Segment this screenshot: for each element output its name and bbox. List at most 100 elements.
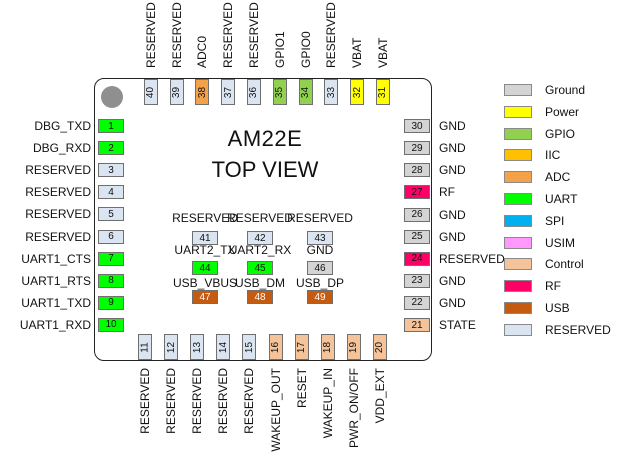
pin-label-49: USB_DP: [295, 276, 345, 290]
pin-label-10: UART1_RXD: [19, 317, 91, 332]
pin-2: 2: [98, 141, 124, 156]
pin-48: 48: [247, 290, 273, 304]
pin-43: 43: [307, 231, 333, 245]
pin-label-17: RESET: [294, 368, 309, 409]
pin-1: 1: [98, 119, 124, 133]
pin-18: 18: [320, 334, 335, 360]
pin-label-39: RESERVED: [169, 2, 184, 68]
pin-label-16: WAKEUP_OUT: [268, 368, 283, 452]
pin-label-6: RESERVED: [25, 229, 91, 244]
legend-label: SPI: [545, 213, 565, 228]
pin-19: 19: [346, 334, 361, 360]
pin-35: 35: [272, 79, 287, 105]
legend-label: UART: [545, 192, 578, 206]
pin-6: 6: [98, 229, 124, 244]
legend-label: RESERVED: [545, 322, 611, 337]
pin-label-19: PWR_ON/OFF: [346, 368, 361, 448]
pin-label-14: RESERVED: [216, 368, 231, 434]
pin-49: 49: [307, 290, 333, 304]
pin-23: 23: [404, 273, 430, 288]
pin-41: 41: [192, 231, 218, 245]
pin-label-44: UART2_TX: [174, 243, 236, 257]
pin-label-27: RF: [439, 185, 455, 200]
pin-label-11: RESERVED: [138, 368, 152, 434]
pin-3: 3: [98, 163, 124, 178]
pin-22: 22: [404, 295, 430, 310]
pin-label-40: RESERVED: [143, 2, 158, 68]
pin-label-29: GND: [439, 141, 466, 156]
legend-label: ADC: [545, 170, 571, 185]
legend-swatch: [504, 105, 532, 118]
legend-label: USB: [545, 301, 570, 315]
pin-11: 11: [138, 334, 152, 360]
pin-label-36: RESERVED: [247, 2, 261, 68]
pin-5: 5: [98, 207, 124, 222]
pin1-marker-dot: [101, 86, 123, 108]
legend-label: GPIO: [545, 126, 576, 141]
pin-label-25: GND: [439, 229, 466, 244]
pin-42: 42: [247, 231, 273, 245]
legend-label: RF: [545, 279, 561, 294]
pin-label-37: RESERVED: [221, 2, 236, 68]
pin-40: 40: [143, 79, 158, 105]
pin-12: 12: [164, 334, 179, 360]
legend-label: IIC: [545, 148, 561, 163]
pin-39: 39: [169, 79, 184, 105]
legend-swatch: [504, 149, 532, 162]
pin-label-5: RESERVED: [25, 207, 91, 222]
pin-24: 24: [404, 251, 430, 266]
pin-45: 45: [247, 261, 273, 275]
chip-outline: [94, 78, 432, 361]
pin-10: 10: [98, 317, 124, 332]
pin-label-9: UART1_TXD: [21, 295, 91, 310]
pin-label-48: USB_DM: [234, 276, 285, 290]
legend-label: Ground: [545, 83, 586, 97]
pin-44: 44: [192, 261, 218, 275]
pin-label-8: UART1_RTS: [21, 273, 91, 288]
pin-38: 38: [195, 79, 210, 105]
pin-46: 46: [307, 261, 333, 275]
legend-swatch: [504, 323, 532, 336]
pin-label-35: GPIO1: [272, 31, 287, 68]
pin-8: 8: [98, 273, 124, 288]
pin-28: 28: [404, 163, 430, 178]
pin-37: 37: [221, 79, 236, 105]
legend-swatch: [504, 193, 532, 205]
pin-13: 13: [190, 334, 205, 360]
pin-label-22: GND: [439, 295, 466, 310]
pin-label-4: RESERVED: [25, 185, 91, 200]
pin-label-43: RESERVED: [287, 211, 353, 225]
pin-27: 27: [404, 185, 430, 200]
pin-label-38: ADC0: [195, 35, 210, 68]
pin-32: 32: [350, 79, 365, 105]
pin-25: 25: [404, 229, 430, 244]
pin-label-12: RESERVED: [164, 368, 179, 434]
pin-26: 26: [404, 207, 430, 222]
pin-20: 20: [372, 334, 387, 360]
pin-label-30: GND: [439, 119, 466, 134]
pin-29: 29: [404, 141, 430, 156]
pin-label-7: UART1_CTS: [21, 251, 91, 266]
pin-label-21: STATE: [439, 318, 476, 332]
pin-label-15: RESERVED: [242, 368, 257, 434]
pin-21: 21: [404, 318, 430, 332]
pin-label-24: RESERVED: [439, 251, 505, 266]
pin-label-41: RESERVED: [172, 211, 238, 225]
pin-4: 4: [98, 185, 124, 200]
chip-title: AM22E: [227, 126, 303, 151]
legend-label: USIM: [545, 235, 575, 250]
pin-label-20: VDD_EXT: [372, 368, 387, 424]
pin-36: 36: [247, 79, 261, 105]
pin-label-33: RESERVED: [324, 2, 339, 68]
pin-label-18: WAKEUP_IN: [320, 368, 335, 439]
pin-label-3: RESERVED: [25, 163, 91, 178]
pin-label-13: RESERVED: [190, 368, 205, 434]
pin-label-26: GND: [439, 207, 466, 222]
pin-label-42: RESERVED: [227, 211, 293, 225]
pin-label-2: DBG_RXD: [32, 141, 91, 156]
chip-subtitle: TOP VIEW: [211, 157, 319, 182]
pin-label-1: DBG_TXD: [34, 119, 91, 133]
pin-label-45: UART2_RX: [228, 243, 292, 257]
pin-label-23: GND: [439, 273, 466, 288]
legend-swatch: [504, 236, 532, 249]
